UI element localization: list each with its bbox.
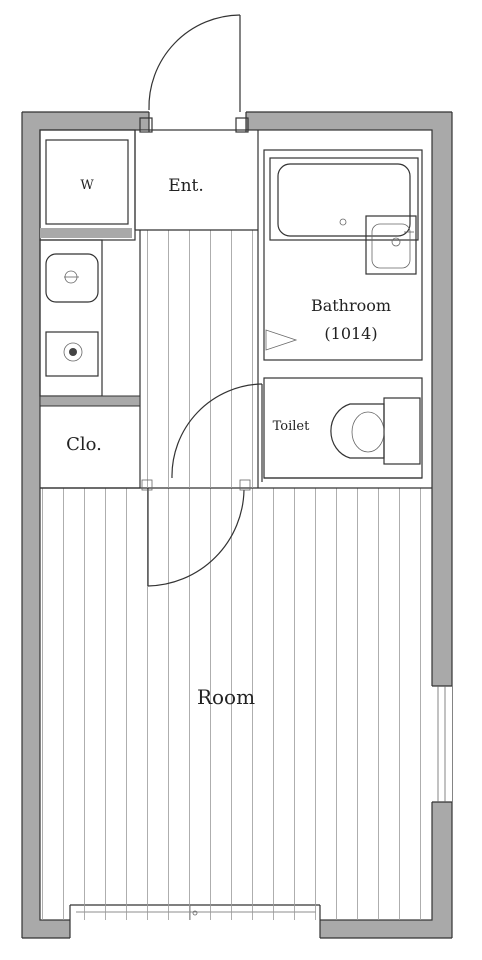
bathroom-size-label: (1014) bbox=[324, 324, 377, 343]
room-label: Room bbox=[197, 685, 255, 709]
toilet-label: Toilet bbox=[273, 419, 310, 434]
right-window bbox=[430, 685, 452, 803]
washer-label: W bbox=[80, 178, 94, 193]
room-floor bbox=[40, 487, 432, 920]
closet-label: Clo. bbox=[66, 434, 102, 455]
toilet-room bbox=[263, 377, 423, 479]
toilet-door bbox=[171, 383, 263, 482]
kitchen-counter bbox=[39, 239, 141, 489]
entrance-label: Ent. bbox=[168, 176, 204, 196]
hallway-floor bbox=[134, 130, 259, 488]
entrance-door bbox=[139, 14, 249, 133]
room-door bbox=[141, 479, 251, 587]
bathroom-label: Bathroom bbox=[311, 296, 391, 315]
bathroom-unit bbox=[263, 149, 423, 361]
